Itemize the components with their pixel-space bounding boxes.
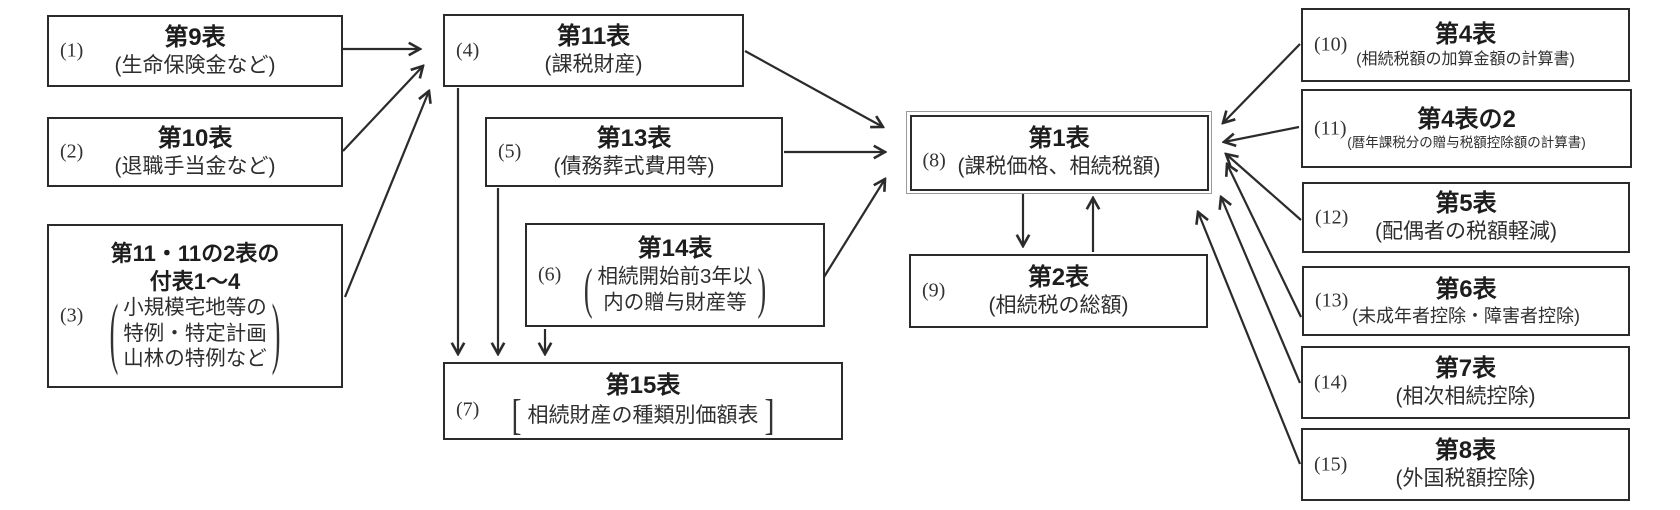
right-paren-glyph: ) bbox=[757, 257, 767, 321]
box-title: 第4表 bbox=[1434, 21, 1497, 48]
box-number: (3) bbox=[60, 304, 84, 327]
bracket-group: [ 相続財産の種類別価額表 ] bbox=[512, 394, 775, 438]
box-title: 第15表 bbox=[605, 372, 681, 399]
box-subtitle: (相次相続控除) bbox=[1395, 385, 1536, 409]
box-number: (11) bbox=[1314, 117, 1347, 139]
left-paren-glyph: ( bbox=[583, 257, 593, 321]
box-title: 第5表 bbox=[1435, 190, 1497, 218]
box-title: 第13表 bbox=[596, 124, 672, 152]
box-table6: (13) 第6表 (未成年者控除・障害者控除) bbox=[1302, 266, 1630, 336]
box-table4-2: (11) 第4表の2 (暦年課税分の贈与税額控除額の計算書) bbox=[1301, 89, 1632, 168]
box-number: (7) bbox=[456, 398, 480, 421]
box-number: (14) bbox=[1314, 371, 1348, 393]
box-table15: (7) 第15表 [ 相続財産の種類別価額表 ] bbox=[443, 362, 843, 440]
box-table7: (14) 第7表 (相次相続控除) bbox=[1301, 346, 1630, 419]
box-subtitle: (生命保険金など) bbox=[114, 53, 276, 77]
box-title: 第10表 bbox=[157, 124, 233, 152]
box-number: (1) bbox=[60, 39, 84, 62]
box-table4: (10) 第4表 (相続税額の加算金額の計算書) bbox=[1301, 8, 1630, 82]
box-subtitle: (暦年課税分の贈与税額控除額の計算書) bbox=[1347, 135, 1586, 151]
box-table8: (15) 第8表 (外国税額控除) bbox=[1301, 428, 1630, 501]
box-title: 第9表 bbox=[164, 23, 226, 51]
box-table1-frame: (8) 第1表 (課税価格、相続税額) bbox=[906, 111, 1212, 194]
box-number: (10) bbox=[1314, 33, 1348, 56]
box-number: (15) bbox=[1314, 453, 1348, 475]
bracket-text: 相続財産の種類別価額表 bbox=[527, 403, 759, 427]
paren-line: 内の贈与財産等 bbox=[603, 291, 747, 314]
box-title: 第6表 bbox=[1435, 275, 1497, 303]
box-subtitle: (未成年者控除・障害者控除) bbox=[1352, 305, 1580, 326]
box-subtitle: (課税財産) bbox=[544, 53, 643, 77]
box-number: (8) bbox=[922, 149, 946, 172]
box-number: (2) bbox=[60, 140, 84, 163]
paren-line: 相続開始前3年以 bbox=[597, 265, 753, 289]
box-table11: (4) 第11表 (課税財産) bbox=[443, 14, 744, 87]
paren-line: 山林の特例など bbox=[123, 347, 267, 371]
paren-group: ( 相続開始前3年以 内の贈与財産等 ) bbox=[583, 257, 767, 321]
box-title: 第4表の2 bbox=[1417, 106, 1516, 134]
box-subtitle: (配偶者の税額軽減) bbox=[1375, 220, 1557, 244]
arrow-6-to-8 bbox=[823, 179, 885, 278]
box-subtitle: (外国税額控除) bbox=[1395, 467, 1536, 491]
box-table5: (12) 第5表 (配偶者の税額軽減) bbox=[1302, 182, 1630, 253]
box-table2: (9) 第2表 (相続税の総額) bbox=[909, 254, 1208, 328]
paren-line: 特例・特定計画 bbox=[123, 321, 267, 345]
box-table10: (2) 第10表 (退職手当金など) bbox=[47, 117, 343, 187]
arrow-14-to-8 bbox=[1221, 197, 1302, 384]
box-subtitle: (退職手当金など) bbox=[114, 154, 276, 178]
box-number: (4) bbox=[456, 39, 480, 61]
box-title: 第7表 bbox=[1434, 355, 1497, 383]
box-title-line1: 第11・11の2表の bbox=[110, 241, 280, 267]
box-table9: (1) 第9表 (生命保険金など) bbox=[47, 15, 343, 87]
box-table11-appendix: (3) 第11・11の2表の 付表1〜4 ( 小規模宅地等の 特例・特定計画 山… bbox=[47, 224, 343, 388]
arrow-15-to-8 bbox=[1198, 212, 1302, 465]
arrow-10-to-8 bbox=[1223, 43, 1301, 123]
left-paren-glyph: ( bbox=[109, 287, 119, 377]
box-table13: (5) 第13表 (債務葬式費用等) bbox=[485, 117, 783, 187]
box-title: 第11表 bbox=[556, 23, 631, 51]
arrow-13-to-8 bbox=[1227, 164, 1302, 318]
box-subtitle: (債務葬式費用等) bbox=[553, 154, 715, 178]
box-subtitle: (相続税の総額) bbox=[988, 293, 1129, 317]
arrow-4-to-8 bbox=[744, 50, 883, 127]
paren-line: 小規模宅地等の bbox=[123, 296, 267, 320]
arrow-3-to-4 bbox=[343, 91, 429, 298]
arrow-2-to-4 bbox=[342, 66, 423, 152]
box-subtitle: (課税価格、相続税額) bbox=[957, 155, 1161, 179]
box-title: 第1表 bbox=[1028, 125, 1090, 153]
box-number: (9) bbox=[922, 279, 946, 302]
arrow-12-to-8 bbox=[1226, 154, 1302, 221]
box-number: (6) bbox=[538, 263, 562, 286]
right-bracket-glyph: ] bbox=[764, 391, 775, 440]
box-subtitle: (相続税額の加算金額の計算書) bbox=[1356, 51, 1575, 68]
paren-group: ( 小規模宅地等の 特例・特定計画 山林の特例など ) bbox=[109, 287, 281, 377]
box-table1: (8) 第1表 (課税価格、相続税額) bbox=[909, 114, 1209, 191]
box-number: (13) bbox=[1315, 289, 1349, 312]
box-title-line2: 付表1〜4 bbox=[149, 268, 241, 294]
box-title: 第2表 bbox=[1027, 263, 1090, 291]
box-number: (5) bbox=[498, 140, 522, 163]
box-title: 第8表 bbox=[1434, 437, 1497, 465]
left-bracket-glyph: [ bbox=[511, 391, 522, 440]
arrow-11-to-8 bbox=[1224, 125, 1300, 142]
box-title: 第14表 bbox=[637, 235, 713, 263]
box-number: (12) bbox=[1315, 206, 1349, 228]
box-table14: (6) 第14表 ( 相続開始前3年以 内の贈与財産等 ) bbox=[525, 223, 825, 327]
right-paren-glyph: ) bbox=[271, 287, 281, 377]
